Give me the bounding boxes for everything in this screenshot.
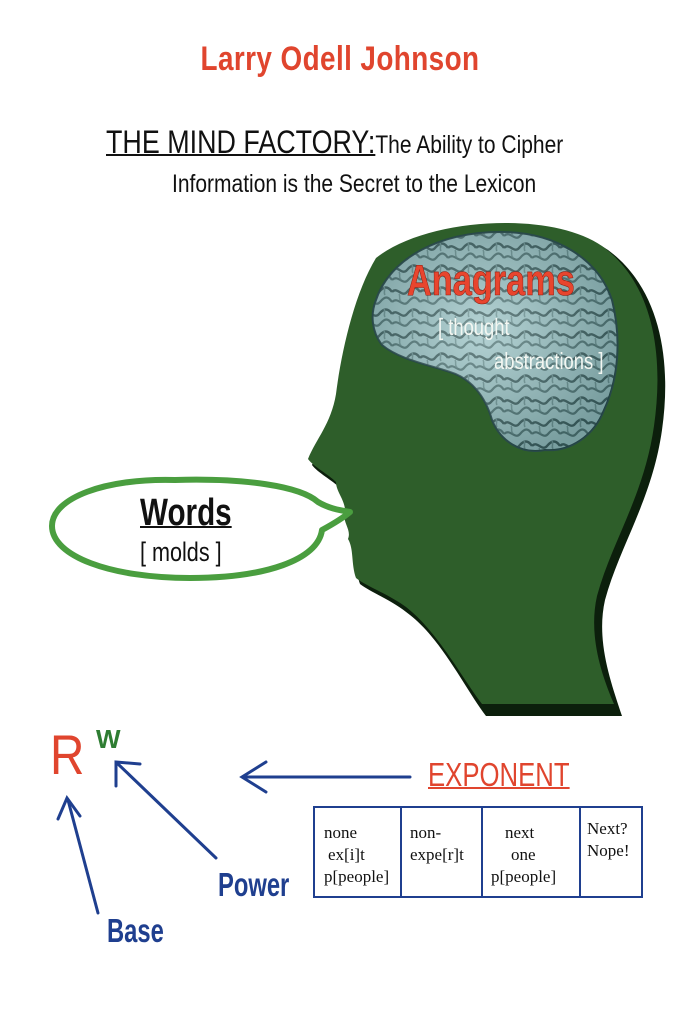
power-label: Power	[218, 866, 290, 903]
table-cell: next one p[people]	[483, 808, 581, 896]
table-cell-line: one	[511, 845, 536, 864]
formula-base-letter: R	[50, 723, 85, 786]
bubble-subtext: [ molds ]	[140, 537, 222, 567]
base-label: Base	[107, 912, 164, 949]
exponent-label: EXPONENT	[428, 756, 570, 793]
base-arrow	[56, 794, 100, 915]
table-cell: Next? Nope!	[581, 808, 641, 896]
table-cell-line: p[people]	[324, 867, 390, 886]
power-arrow	[114, 760, 218, 860]
table-cell: none ex[i]t p[people]	[315, 808, 402, 896]
bubble-heading: Words	[140, 492, 232, 534]
author-name: Larry Odell Johnson	[200, 40, 480, 78]
exponent-examples-table: none ex[i]t p[people] non- expe[r]t next…	[313, 806, 643, 898]
book-title-line-1: THE MIND FACTORY:The Ability to Cipher	[106, 124, 563, 161]
table-cell-line: Next?	[587, 819, 628, 838]
book-subtitle-part-1: The Ability to Cipher	[375, 131, 564, 159]
table-cell-line: next	[505, 823, 535, 842]
brain-subtext-2: abstractions ]	[494, 348, 604, 374]
speech-bubble	[49, 476, 353, 581]
brain-heading: Anagrams	[407, 256, 575, 306]
table-cell-line: Nope!	[587, 841, 630, 860]
table-cell-line: expe[r]t	[410, 845, 464, 864]
table-cell-line: non-	[410, 823, 442, 842]
table-cell-line: none	[324, 823, 358, 842]
book-subtitle-part-2: Information is the Secret to the Lexicon	[172, 170, 537, 198]
table-cell: non- expe[r]t	[402, 808, 483, 896]
formula-exponent-letter: W	[96, 724, 121, 754]
book-title-main: THE MIND FACTORY:	[106, 124, 376, 160]
table-cell-line: ex[i]t	[328, 845, 365, 864]
brain-subtext-1: [ thought	[438, 314, 510, 340]
exponent-arrow	[239, 760, 412, 794]
table-cell-line: p[people]	[491, 867, 557, 886]
